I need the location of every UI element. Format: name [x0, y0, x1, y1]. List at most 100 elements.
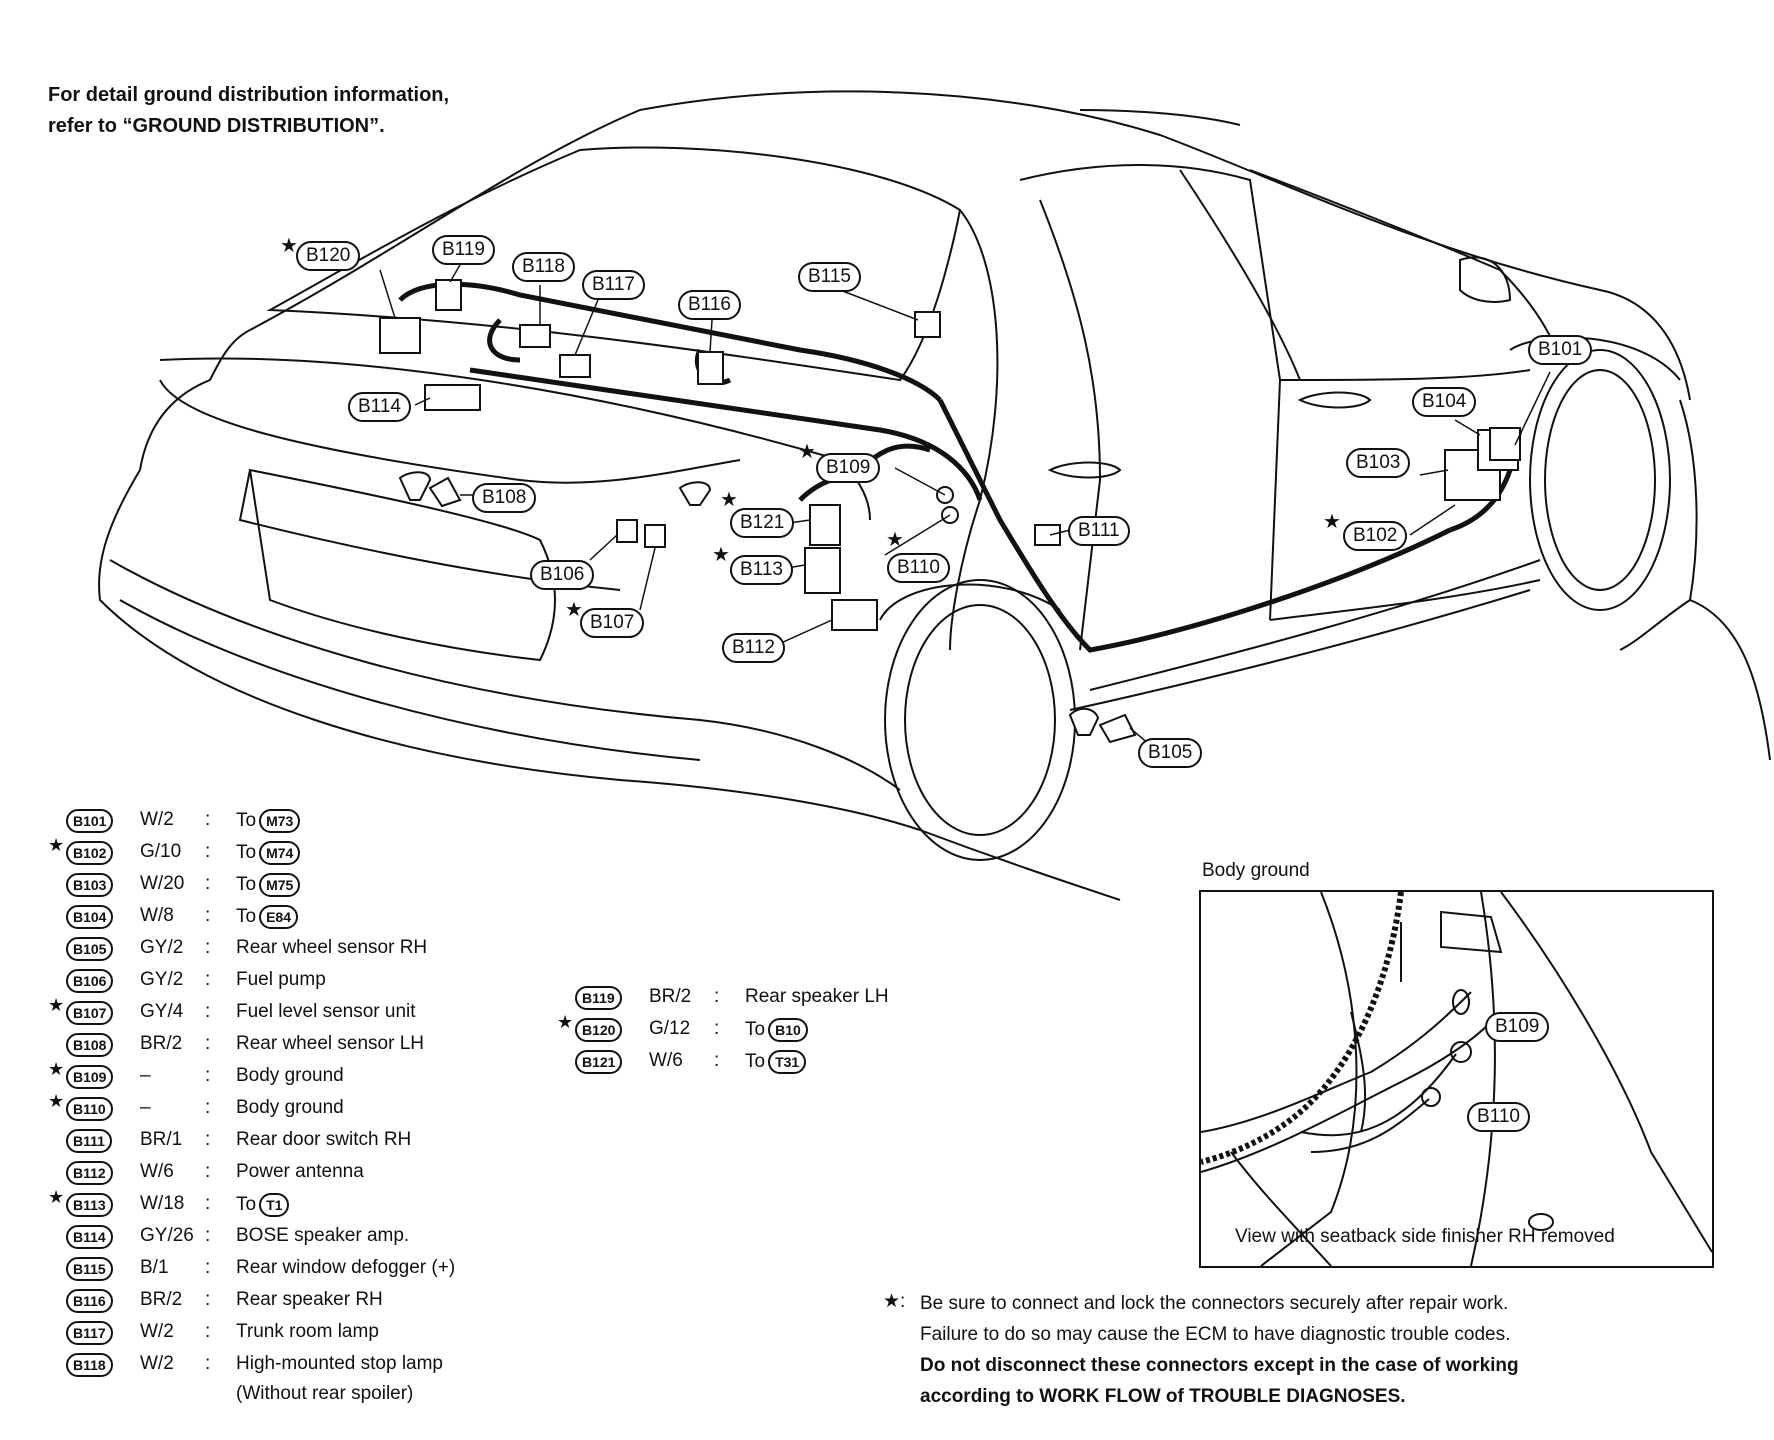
legend-colon: : — [205, 1097, 211, 1118]
legend-description-text: To — [236, 810, 257, 831]
legend-colon: : — [205, 1257, 211, 1278]
legend-connector-code: B118 — [66, 1353, 113, 1377]
legend-description: Rear wheel sensor LH — [236, 1033, 424, 1055]
legend-colon: : — [205, 1289, 211, 1310]
callout-star-b120: ★ — [280, 235, 298, 257]
legend-colon: : — [205, 1225, 211, 1246]
legend-star: ★ — [557, 1012, 574, 1032]
callout-b121: B121 — [730, 508, 795, 538]
inset-title: Body ground — [1202, 860, 1310, 881]
legend-connector-code: B120 — [575, 1018, 623, 1042]
legend-colon: : — [714, 1018, 720, 1039]
legend-colon: : — [205, 969, 211, 990]
callout-star-b110: ★ — [886, 529, 904, 551]
inset-label-b110: B110 — [1467, 1102, 1530, 1132]
legend-wire-spec: B/1 — [140, 1257, 169, 1278]
legend-wire-spec: W/18 — [140, 1193, 185, 1214]
legend-description-text: To — [236, 842, 257, 863]
legend-connector-code: B111 — [66, 1129, 112, 1153]
legend-connector-code: B117 — [66, 1321, 113, 1345]
callout-b103: B103 — [1346, 448, 1411, 478]
legend-colon: : — [205, 905, 211, 926]
header-line-2: refer to “GROUND DISTRIBUTION”. — [48, 115, 385, 137]
legend-description-text: Power antenna — [236, 1161, 364, 1182]
legend-description: Fuel level sensor unit — [236, 1001, 416, 1023]
callout-b110: B110 — [887, 553, 950, 583]
legend-description-text: To — [745, 1051, 766, 1072]
callout-b114: B114 — [348, 392, 411, 422]
legend-description-text: Body ground — [236, 1065, 344, 1086]
callout-b106: B106 — [530, 560, 595, 590]
note-star: ★: — [883, 1291, 906, 1312]
note-line-1: Be sure to connect and lock the connecto… — [920, 1293, 1509, 1314]
legend-connector-code: B102 — [66, 841, 114, 865]
legend-target-connector: E84 — [259, 905, 298, 929]
callout-b101: B101 — [1528, 335, 1593, 365]
legend-description-text: Rear window defogger (+) — [236, 1257, 456, 1278]
legend-colon: : — [205, 1033, 211, 1054]
legend-connector-code: B113 — [66, 1193, 113, 1217]
legend-description: Power antenna — [236, 1161, 364, 1183]
legend-target-connector: T1 — [259, 1193, 290, 1217]
legend-connector-code: B116 — [66, 1289, 113, 1313]
legend-colon: : — [205, 1161, 211, 1182]
body-ground-inset: B109 B110 — [1199, 890, 1714, 1268]
callout-b118: B118 — [512, 252, 575, 282]
legend-description-text: High-mounted stop lamp — [236, 1353, 443, 1374]
callout-b104: B104 — [1412, 387, 1477, 417]
legend-wire-spec: W/6 — [140, 1161, 174, 1182]
legend-description: High-mounted stop lamp — [236, 1353, 443, 1375]
legend-wire-spec: W/2 — [140, 809, 174, 830]
legend-description: Rear wheel sensor RH — [236, 937, 427, 959]
legend-connector-code: B114 — [66, 1225, 113, 1249]
legend-colon: : — [714, 986, 720, 1007]
legend-colon: : — [205, 1001, 211, 1022]
legend-wire-spec: G/12 — [649, 1018, 691, 1039]
legend-colon: : — [205, 1193, 211, 1214]
legend-description-text: Rear wheel sensor RH — [236, 937, 428, 958]
legend-description: Body ground — [236, 1097, 344, 1119]
legend-description-text: Trunk room lamp — [236, 1321, 379, 1342]
legend-star: ★ — [48, 1059, 65, 1079]
legend-description-text: BOSE speaker amp. — [236, 1225, 410, 1246]
legend-colon: : — [205, 1353, 211, 1374]
legend-target-connector: M75 — [259, 873, 301, 897]
legend-colon: : — [205, 1065, 211, 1086]
callout-b116: B116 — [678, 290, 741, 320]
legend-wire-spec: BR/2 — [140, 1289, 183, 1310]
legend-description: Rear speaker LH — [745, 986, 889, 1008]
legend-description-text: Fuel pump — [236, 969, 326, 990]
legend-star: ★ — [48, 835, 65, 855]
callout-b105: B105 — [1138, 738, 1203, 768]
legend-wire-spec: GY/2 — [140, 937, 184, 958]
legend-colon: : — [205, 873, 211, 894]
legend-connector-code: B121 — [575, 1050, 623, 1074]
callout-b109: B109 — [816, 453, 881, 483]
legend-connector-code: B110 — [66, 1097, 113, 1121]
body-ground-illustration — [1200, 891, 1713, 1267]
legend-wire-spec: – — [140, 1065, 151, 1086]
legend-colon: : — [205, 1129, 211, 1150]
legend-description: Trunk room lamp — [236, 1321, 379, 1343]
legend-description-text: To — [236, 874, 257, 895]
legend-description-text: Rear door switch RH — [236, 1129, 412, 1150]
legend-connector-code: B112 — [66, 1161, 113, 1185]
caution-note: Be sure to connect and lock the connecto… — [920, 1288, 1720, 1412]
legend-description: Body ground — [236, 1065, 344, 1087]
callout-b113: B113 — [730, 555, 793, 585]
legend-description-text: To — [236, 906, 257, 927]
callout-star-b107: ★ — [565, 599, 583, 621]
legend-colon: : — [205, 937, 211, 958]
callout-b119: B119 — [432, 235, 495, 265]
legend-description-text: Body ground — [236, 1097, 344, 1118]
legend-connector-code: B109 — [66, 1065, 114, 1089]
legend-wire-spec: BR/2 — [649, 986, 692, 1007]
legend-wire-spec: GY/26 — [140, 1225, 194, 1246]
legend-colon: : — [714, 1050, 720, 1071]
